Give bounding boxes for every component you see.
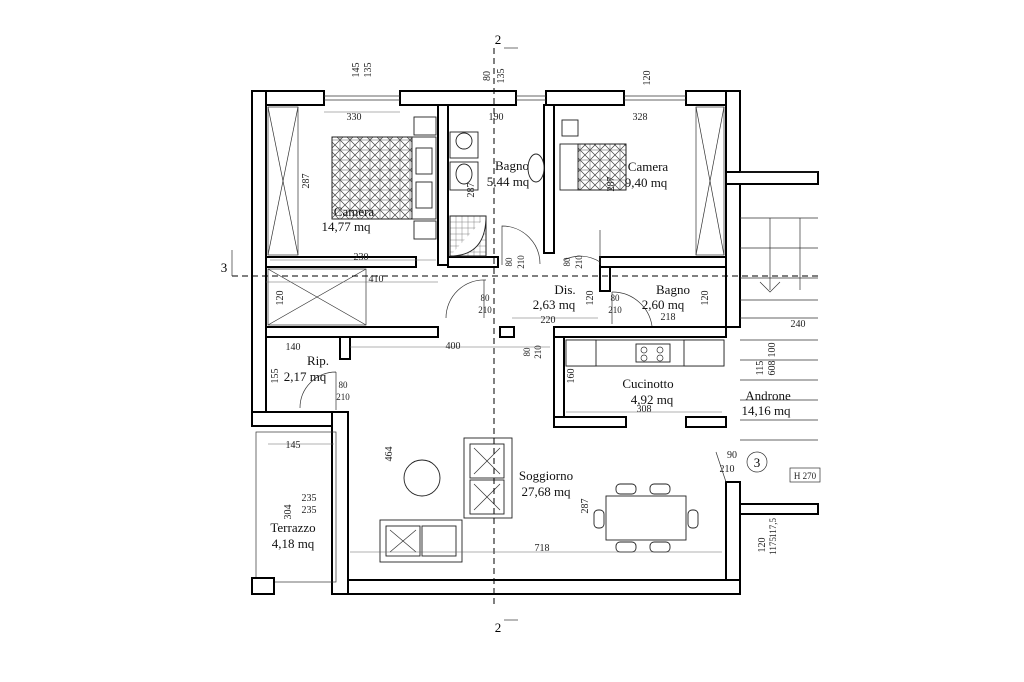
entry-marker-icon bbox=[746, 451, 768, 473]
dim-120-e: 120 bbox=[757, 538, 768, 553]
door-width: 80 bbox=[522, 347, 532, 357]
section-2-top: 2 bbox=[495, 32, 502, 47]
room-area-dis: 2,63 mq bbox=[533, 297, 576, 312]
bathroom-fixtures bbox=[449, 131, 545, 257]
dimension-labels: 330 190 328 287 287 287 287 230 410 120 … bbox=[270, 63, 817, 555]
dim-287-c: 287 bbox=[606, 177, 617, 192]
room-labels: Camera 14,77 mq Bagno 5,44 mq Camera 9,4… bbox=[270, 158, 791, 551]
door-width: 80 bbox=[562, 257, 572, 267]
dim-718: 718 bbox=[535, 543, 550, 554]
dim-230: 230 bbox=[354, 252, 369, 263]
dim-308: 308 bbox=[637, 404, 652, 415]
dim-410: 410 bbox=[369, 274, 384, 285]
dim-240: 240 bbox=[791, 319, 806, 330]
sofa-right bbox=[463, 437, 513, 519]
door-width: 80 bbox=[611, 293, 621, 303]
wardrobes bbox=[267, 106, 725, 326]
dim-210-entry: 210 bbox=[720, 464, 735, 475]
room-name-androne: Androne bbox=[745, 388, 791, 403]
room-area-terrazzo: 4,18 mq bbox=[272, 536, 315, 551]
dim-120-a: 120 bbox=[275, 291, 286, 306]
door-labels: 80 210 80 210 80 210 80 210 80 210 80 21… bbox=[336, 255, 622, 402]
dim-100: 100 bbox=[767, 343, 778, 358]
dim-400: 400 bbox=[446, 341, 461, 352]
dim-218: 218 bbox=[661, 312, 676, 323]
door-swings bbox=[299, 225, 727, 483]
dim-80-top: 80 bbox=[482, 71, 493, 81]
dim-287-d: 287 bbox=[580, 499, 591, 514]
dim-235-b: 235 bbox=[302, 505, 317, 516]
room-area-soggiorno: 27,68 mq bbox=[521, 484, 571, 499]
dim-287-a: 287 bbox=[301, 174, 312, 189]
door-height: 210 bbox=[533, 345, 543, 359]
room-name-terrazzo: Terrazzo bbox=[270, 520, 315, 535]
dim-120-c: 120 bbox=[700, 291, 711, 306]
dim-145-terrace: 145 bbox=[286, 440, 301, 451]
door-height: 210 bbox=[336, 392, 350, 402]
door-height: 210 bbox=[478, 305, 492, 315]
dim-115: 115 bbox=[755, 361, 766, 376]
dining-table bbox=[593, 483, 699, 553]
dim-120-b: 120 bbox=[585, 291, 596, 306]
dim-464: 464 bbox=[384, 447, 395, 462]
dim-160: 160 bbox=[566, 369, 577, 384]
dim-287-b: 287 bbox=[466, 183, 477, 198]
room-area-bagno-2: 2,60 mq bbox=[642, 297, 685, 312]
dim-117-5: 117,5 bbox=[768, 518, 778, 538]
dim-145-top: 145 bbox=[351, 63, 362, 78]
room-area-cucinotto: 4,92 mq bbox=[631, 392, 674, 407]
section-lines bbox=[231, 47, 818, 621]
dim-135-a: 135 bbox=[363, 63, 374, 78]
door-height: 210 bbox=[574, 255, 584, 269]
dim-304: 304 bbox=[283, 505, 294, 520]
dim-190: 190 bbox=[489, 112, 504, 123]
room-area-androne: 14,16 mq bbox=[741, 403, 791, 418]
dim-220: 220 bbox=[541, 315, 556, 326]
room-name-camera-2: Camera bbox=[628, 159, 669, 174]
door-width: 80 bbox=[339, 380, 349, 390]
door-width: 80 bbox=[481, 293, 491, 303]
outer-walls bbox=[251, 90, 819, 595]
dim-140: 140 bbox=[286, 342, 301, 353]
room-area-rip: 2,17 mq bbox=[284, 369, 327, 384]
stairs bbox=[740, 217, 821, 483]
windows bbox=[324, 95, 818, 173]
section-markers: 2 2 3 3 bbox=[221, 32, 761, 635]
dim-1175: 1175 bbox=[768, 537, 778, 555]
room-name-rip: Rip. bbox=[307, 353, 329, 368]
dim-328: 328 bbox=[633, 112, 648, 123]
dim-235-a: 235 bbox=[302, 493, 317, 504]
dim-608: 608 bbox=[767, 361, 778, 376]
room-name-soggiorno: Soggiorno bbox=[519, 468, 573, 483]
room-name-cucinotto: Cucinotto bbox=[622, 376, 673, 391]
room-area-bagno-1: 5,44 mq bbox=[487, 174, 530, 189]
room-name-camera-1: Camera bbox=[334, 204, 375, 219]
sofa-bottom bbox=[379, 519, 463, 563]
door-height: 210 bbox=[516, 255, 526, 269]
section-2-bottom: 2 bbox=[495, 620, 502, 635]
height-label: H 270 bbox=[794, 471, 817, 481]
bed-double bbox=[331, 116, 437, 240]
dim-120-top: 120 bbox=[642, 71, 653, 86]
entry-number: 3 bbox=[754, 455, 761, 470]
coffee-table bbox=[403, 459, 441, 497]
dim-135-b: 135 bbox=[496, 69, 507, 84]
dim-90: 90 bbox=[727, 450, 737, 461]
dim-330: 330 bbox=[347, 112, 362, 123]
section-3: 3 bbox=[221, 260, 228, 275]
dim-155: 155 bbox=[270, 369, 281, 384]
bed-single bbox=[559, 119, 627, 191]
room-name-bagno-1: Bagno bbox=[495, 158, 529, 173]
room-name-bagno-2: Bagno bbox=[656, 282, 690, 297]
room-area-camera-1: 14,77 mq bbox=[321, 219, 371, 234]
door-height: 210 bbox=[608, 305, 622, 315]
room-area-camera-2: 9,40 mq bbox=[625, 175, 668, 190]
interior-walls bbox=[265, 104, 727, 428]
room-name-dis: Dis. bbox=[554, 282, 575, 297]
kitchen-counter bbox=[565, 339, 725, 367]
door-width: 80 bbox=[504, 257, 514, 267]
dimension-lines bbox=[266, 111, 722, 553]
